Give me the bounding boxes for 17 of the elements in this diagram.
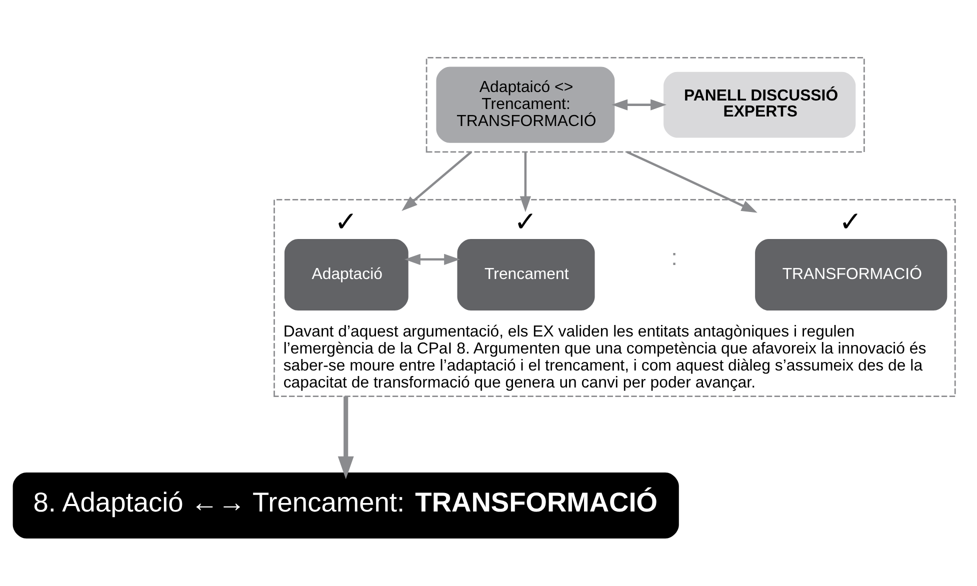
cluster <box>426 56 865 152</box>
arrow <box>612 98 666 110</box>
node-box: Adaptació <box>284 238 408 310</box>
arrow <box>402 150 472 210</box>
arrow <box>520 151 532 212</box>
node-label: ✓ <box>514 206 538 237</box>
arrow <box>338 396 354 479</box>
node-label: ✓ <box>839 206 862 237</box>
label: : <box>671 244 678 270</box>
arrow <box>626 150 758 212</box>
node-box: PANELL DISCUSSIÓ EXPERTS <box>664 71 856 138</box>
node-box: 8. Adaptació ←→ Trencament: TRANSFORMACIÓ <box>12 472 679 538</box>
arrow <box>404 253 460 264</box>
node-box: Adaptaicó <> Trencament: TRANSFORMACIÓ <box>436 66 615 142</box>
node-label: ✓ <box>334 206 358 237</box>
node-box: TRANSFORMACIÓ <box>755 238 948 310</box>
node-box: Trencament <box>457 238 595 310</box>
